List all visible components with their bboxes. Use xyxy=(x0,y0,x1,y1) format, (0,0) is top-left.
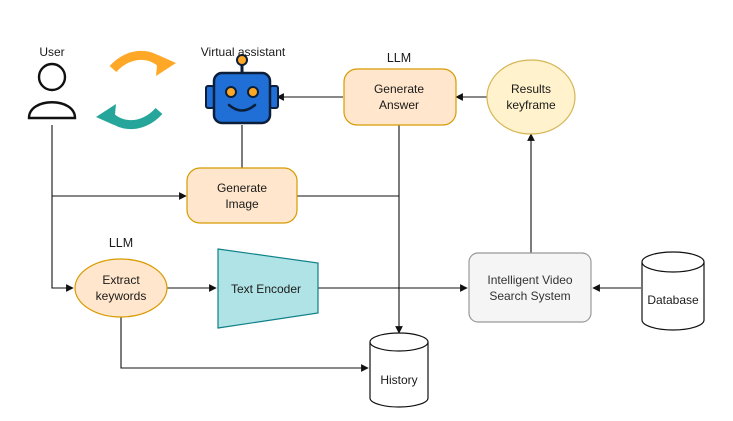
node-database: Database xyxy=(641,251,705,331)
node-history: History xyxy=(369,332,429,408)
history-label: History xyxy=(380,373,417,387)
generate-image-line-2: Image xyxy=(225,197,259,211)
generate-answer-line-1: Generate xyxy=(374,82,424,96)
edges xyxy=(51,93,641,372)
node-video-search: Intelligent Video Search System xyxy=(468,252,592,323)
video-search-line-2: Search System xyxy=(489,289,570,303)
node-text-encoder: Text Encoder xyxy=(217,248,319,329)
node-results-keyframe: Results keyframe xyxy=(486,59,576,135)
sync-arrows-icon xyxy=(96,50,176,130)
text-encoder-label: Text Encoder xyxy=(231,282,301,296)
user-icon xyxy=(27,62,77,120)
results-line-1: Results xyxy=(511,82,551,96)
database-label: Database xyxy=(647,293,699,307)
generate-answer-llm-label: LLM xyxy=(387,51,411,65)
user-label: User xyxy=(39,45,64,59)
node-generate-image: Generate Image xyxy=(186,167,298,224)
robot-icon xyxy=(205,54,279,125)
node-extract-keywords: LLM Extract keywords xyxy=(74,236,168,318)
results-line-2: keyframe xyxy=(506,98,556,112)
node-generate-answer: LLM Generate Answer xyxy=(343,51,457,126)
edge-user-trunk xyxy=(51,125,74,292)
assistant-label: Virtual assistant xyxy=(201,45,286,59)
video-search-line-1: Intelligent Video xyxy=(487,273,573,287)
extract-keywords-line-2: keywords xyxy=(96,289,147,303)
extract-keywords-llm-label: LLM xyxy=(109,236,133,250)
edge-keywords-to-history xyxy=(120,316,369,372)
generate-answer-line-2: Answer xyxy=(379,98,419,112)
generate-image-line-1: Generate xyxy=(217,181,267,195)
extract-keywords-line-1: Extract xyxy=(102,273,140,287)
